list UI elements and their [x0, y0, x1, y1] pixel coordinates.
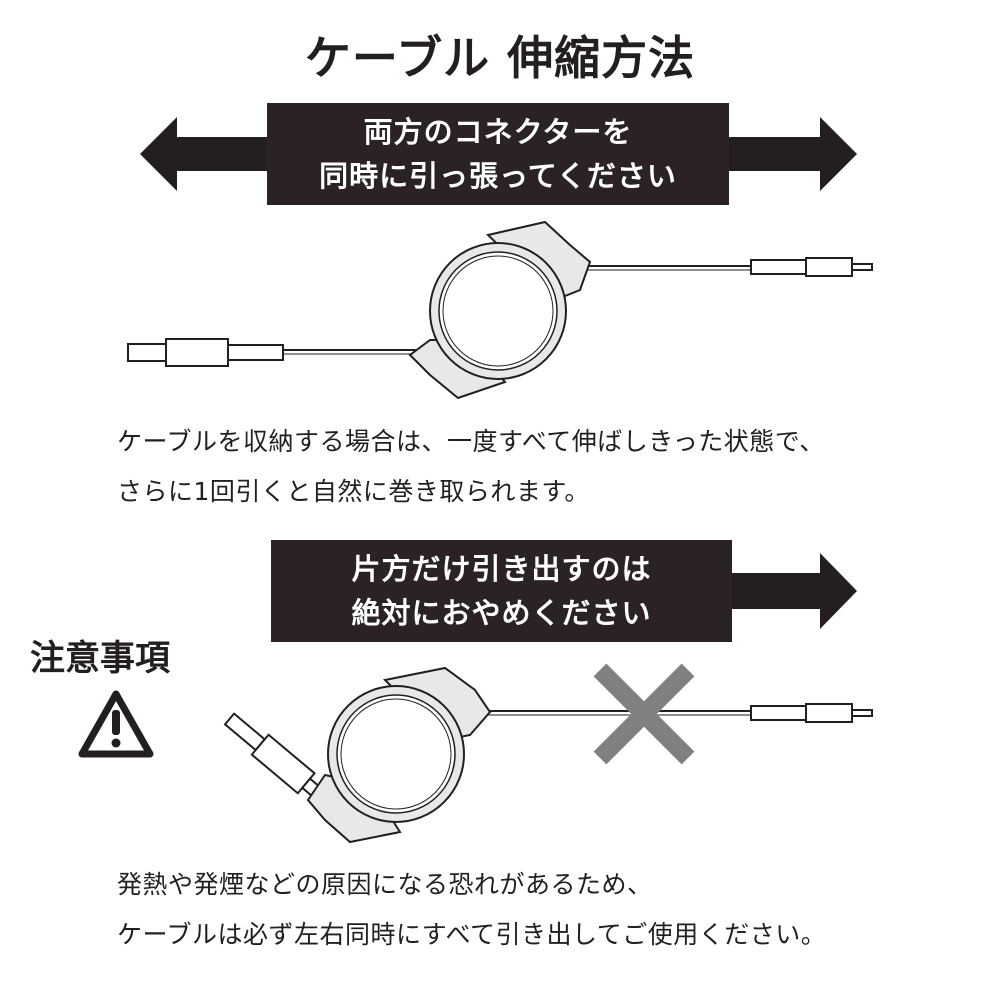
caution-heading: 注意事項: [30, 639, 171, 679]
note-line: ケーブルは必ず左右同時にすべて引き出してご使用ください。: [117, 920, 827, 949]
retract-note: ケーブルを収納する場合は、一度すべて伸ばしきった状態で、 さらに1回引くと自然に…: [117, 417, 825, 517]
warning-triangle-icon: [78, 690, 154, 758]
banner-line: 片方だけ引き出すのは: [351, 552, 652, 586]
caution-note: 発熱や発煙などの原因になる恐れがあるため、 ケーブルは必ず左右同時にすべて引き出…: [117, 860, 826, 960]
note-line: さらに1回引くと自然に巻き取られます。: [117, 477, 590, 506]
note-line: 発熱や発煙などの原因になる恐れがあるため、: [117, 870, 653, 899]
banner-line: 両方のコネクターを: [363, 115, 633, 149]
page-title: ケーブル 伸縮方法: [304, 31, 696, 85]
one-side-warning-banner: 片方だけ引き出すのは 絶対におやめください: [271, 540, 732, 642]
cable-reel-extended: [127, 220, 873, 400]
arrow-right-icon: [728, 117, 857, 191]
note-line: ケーブルを収納する場合は、一度すべて伸ばしきった状態で、: [117, 427, 825, 456]
pull-both-banner: 両方のコネクターを 同時に引っ張ってください: [267, 103, 729, 205]
banner-line: 絶対におやめください: [351, 596, 652, 630]
banner-line: 同時に引っ張ってください: [319, 159, 677, 193]
cable-reel-one-side: [223, 666, 873, 844]
arrow-right-icon: [732, 553, 857, 629]
arrow-left-icon: [140, 117, 268, 191]
cross-mark-icon: [593, 663, 695, 765]
